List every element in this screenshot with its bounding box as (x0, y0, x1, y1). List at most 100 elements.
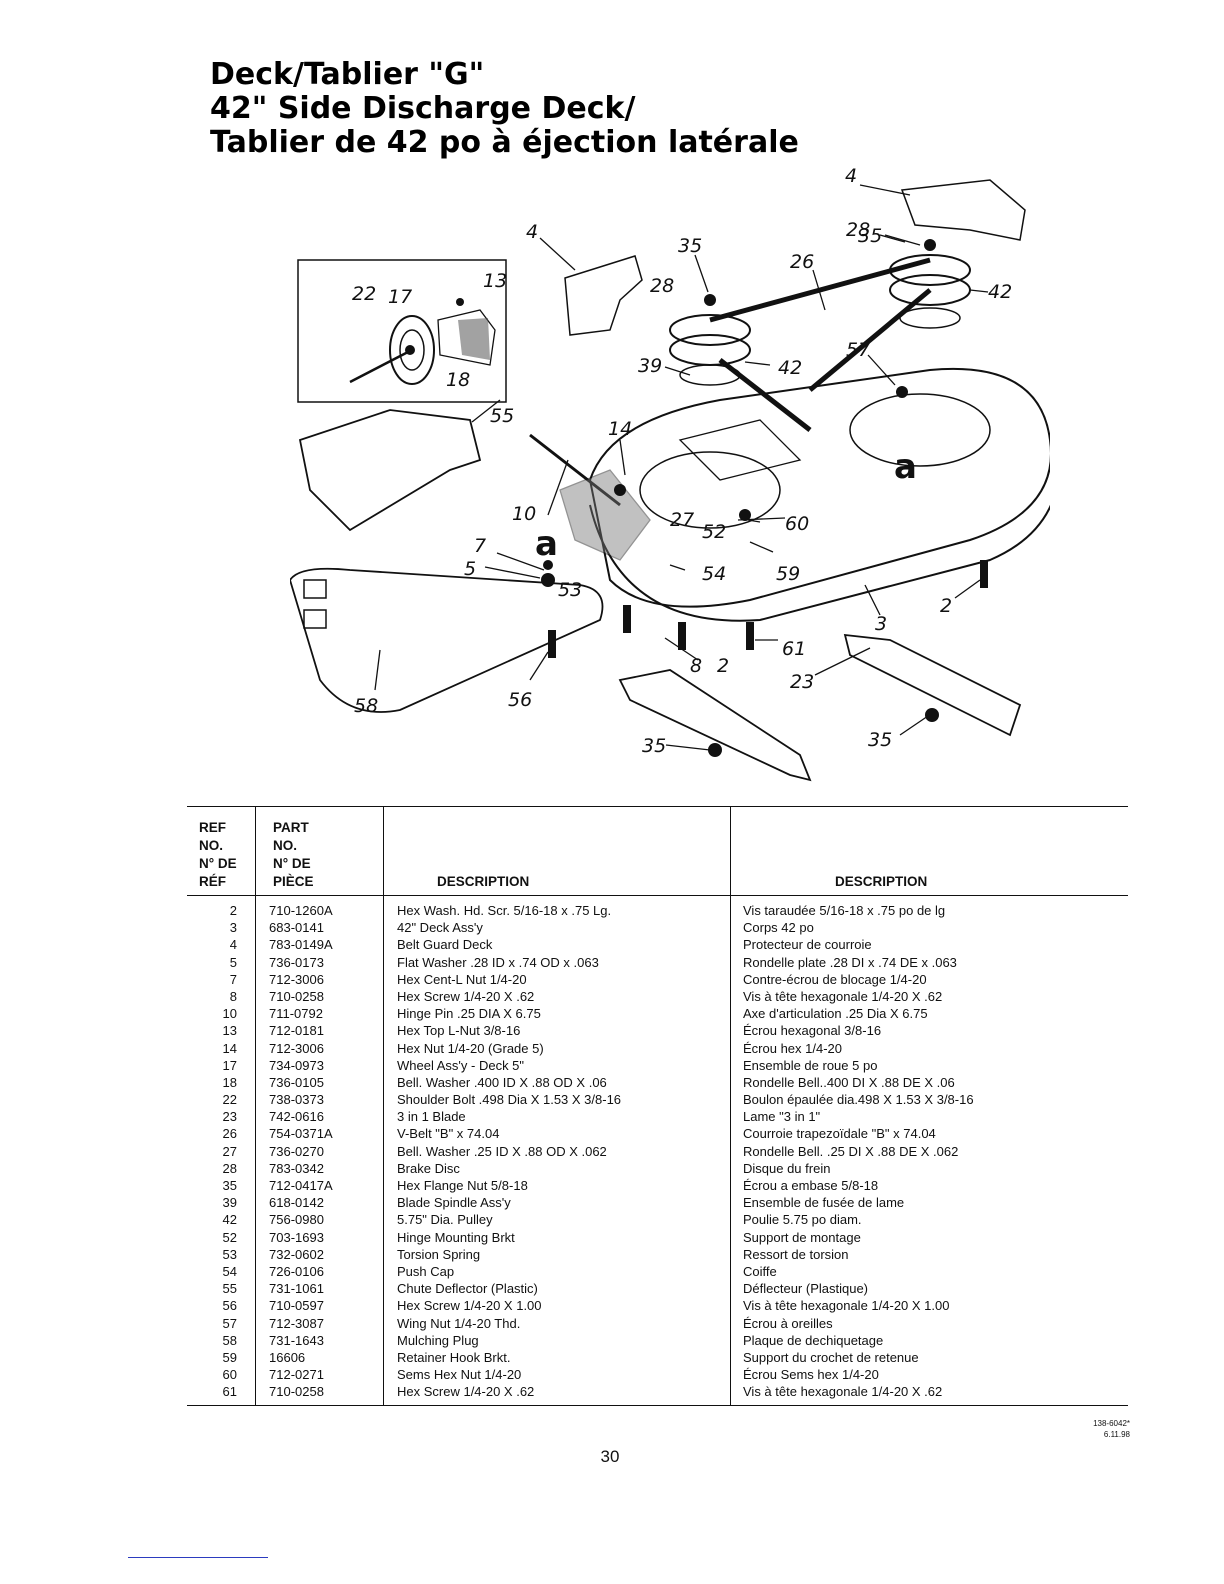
v-belt (709, 257, 932, 432)
ref-cell: 54 (222, 1263, 237, 1279)
description-fr-cell: Disque du frein (743, 1160, 831, 1176)
description-en-cell: Sems Hex Nut 1/4-20 (397, 1367, 522, 1383)
description-fr-cell: Contre-écrou de blocage 1/4-20 (743, 971, 927, 987)
description-en-cell: Flat Washer .28 ID x .74 OD x .063 (397, 954, 599, 970)
callout-4-left: 4 (526, 221, 538, 243)
description-fr-cell: Vis à tête hexagonale 1/4-20 X .62 (743, 1384, 943, 1400)
callout-7: 7 (474, 535, 486, 557)
part-number-cell: 710-0258 (269, 1384, 324, 1400)
description-en-cell: Shoulder Bolt .498 Dia X 1.53 X 3/8-16 (397, 1092, 622, 1108)
ref-cell: 10 (222, 1006, 237, 1022)
page-number: 30 (600, 1447, 620, 1466)
deck-body (588, 367, 1050, 622)
ref-cell: 26 (222, 1126, 237, 1142)
callout-5: 5 (464, 558, 476, 580)
chute-deflector (298, 409, 482, 532)
description-fr-cell: Coiffe (743, 1263, 777, 1279)
pulley-left (669, 294, 751, 386)
description-fr-cell: Protecteur de courroie (743, 937, 872, 953)
part-number-cell: 712-0417A (269, 1178, 333, 1193)
header-description-fr: DESCRIPTION (835, 874, 928, 889)
part-number-cell: 712-3006 (269, 1040, 324, 1056)
header-ref-no: REF NO. N° DE RÉF (199, 820, 237, 889)
ref-cell: 7 (229, 971, 237, 987)
ref-cell: 61 (222, 1384, 237, 1400)
description-fr-cell: Ensemble de roue 5 po (743, 1057, 878, 1073)
description-fr-cell: Boulon épaulée dia.498 X 1.53 X 3/8-16 (743, 1092, 974, 1108)
callout-22: 22 (352, 283, 376, 305)
description-fr-cell: Rondelle plate .28 DI x .74 DE x .063 (743, 954, 957, 970)
ref-cell: 39 (222, 1195, 237, 1211)
description-fr-cell: Écrou à oreilles (743, 1315, 833, 1331)
ref-cell: 53 (222, 1246, 237, 1262)
ref-cell: 4 (229, 937, 237, 953)
callout-4-right: 4 (845, 165, 857, 187)
ref-cell: 13 (222, 1023, 237, 1039)
description-fr-cell: Courroie trapezoïdale "B" x 74.04 (743, 1126, 936, 1142)
description-en-cell: Brake Disc (397, 1160, 460, 1176)
header-part-no: PART NO. N° DE PIÈCE (273, 820, 314, 889)
belt-guard-left (564, 255, 643, 336)
ref-cell: 17 (222, 1057, 237, 1073)
description-fr-cell: Écrou hexagonal 3/8-16 (743, 1023, 882, 1039)
part-number-cell: 712-3006 (269, 971, 324, 987)
scan-artifact-line (128, 1557, 268, 1558)
description-en-cell: Hex Nut 1/4-20 (Grade 5) (397, 1040, 544, 1056)
part-number-cell: 742-0616 (269, 1109, 324, 1125)
description-en-cell: Hex Screw 1/4-20 X 1.00 (397, 1298, 542, 1314)
title-line-2: 42" Side Discharge Deck/ (210, 91, 636, 126)
description-en-cell: Hex Wash. Hd. Scr. 5/16-18 x .75 Lg. (397, 903, 612, 918)
callout-39: 39 (638, 355, 662, 377)
document-code: 138-6042* 6.11.98 (1093, 1419, 1130, 1439)
callout-61: 61 (782, 638, 806, 660)
part-number-cell: 618-0142 (269, 1195, 324, 1211)
part-number-cell: 710-1260A (269, 903, 333, 918)
exploded-deck-diagram: 4 35 26 28 4 35 42 22 17 13 18 28 39 42 … (290, 165, 1050, 782)
callout-18: 18 (446, 369, 470, 391)
blade-left (618, 669, 812, 782)
description-fr-cell: Ensemble de fusée de lame (743, 1195, 905, 1211)
part-number-cell: 754-0371A (269, 1126, 333, 1142)
blade-right (843, 633, 1022, 737)
callout-a-right: a (894, 447, 917, 487)
part-number-cell: 736-0173 (269, 954, 324, 970)
hinge-pin (529, 433, 621, 507)
ref-cell: 59 (222, 1349, 237, 1365)
callout-2-right: 2 (940, 595, 952, 617)
description-fr-cell: Poulie 5.75 po diam. (743, 1212, 862, 1228)
title-line-3: Tablier de 42 po à éjection latérale (210, 125, 799, 160)
col-divider-3 (730, 807, 731, 1405)
ref-cell: 8 (229, 988, 237, 1004)
part-number-cell: 731-1061 (269, 1281, 324, 1297)
description-en-cell: Wheel Ass'y - Deck 5" (397, 1057, 525, 1073)
description-en-cell: Bell. Washer .400 ID X .88 OD X .06 (397, 1074, 607, 1090)
description-fr-cell: Écrou hex 1/4-20 (743, 1040, 843, 1056)
description-en-cell: 5.75" Dia. Pulley (397, 1212, 493, 1228)
callout-35-bottom-right: 35 (868, 729, 892, 751)
wheel-inset (297, 259, 507, 403)
belt-guard-right (900, 179, 1026, 241)
ref-cell: 5 (229, 954, 237, 970)
description-en-cell: Retainer Hook Brkt. (397, 1349, 511, 1365)
description-fr-cell: Support du crochet de retenue (743, 1349, 919, 1365)
part-number-cell: 736-0105 (269, 1074, 324, 1090)
description-fr-cell: Écrou a embase 5/8-18 (743, 1178, 879, 1193)
header-rule (187, 895, 1128, 896)
description-fr-cell: Axe d'articulation .25 Dia X 6.75 (743, 1006, 928, 1022)
ref-cell: 58 (222, 1332, 237, 1348)
pulley-right (889, 239, 971, 329)
col-divider-2 (383, 807, 384, 1405)
ref-cell: 27 (222, 1143, 237, 1159)
